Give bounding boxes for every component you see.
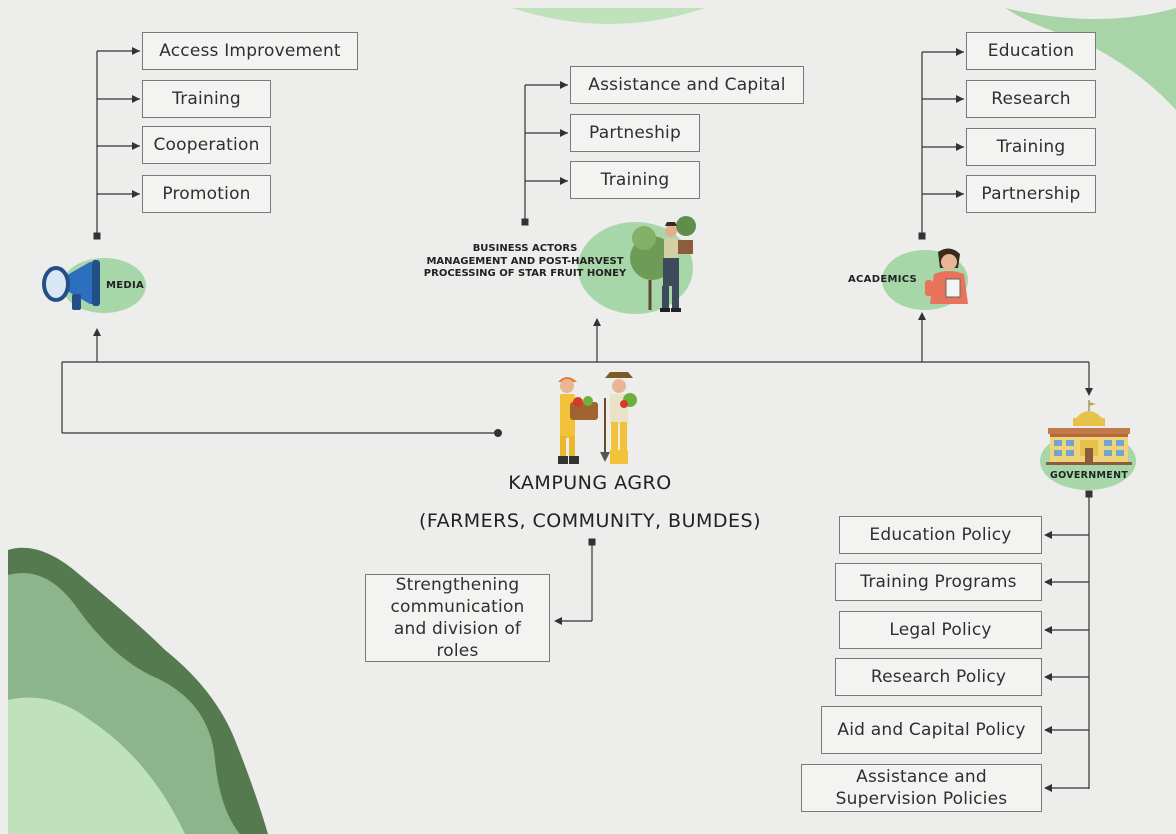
- media-item-training: Training: [142, 80, 271, 118]
- top-blob: [512, 8, 705, 24]
- media-item-access-improvement: Access Improvement: [142, 32, 358, 70]
- academics-label: ACADEMICS: [848, 274, 918, 285]
- media-label: MEDIA: [106, 280, 145, 291]
- arrow-head: [554, 617, 562, 625]
- government-item-assistance-and-supervision-policies: Assistance and Supervision Policies: [801, 764, 1042, 812]
- arrow-head: [132, 142, 140, 150]
- arrow-head: [132, 47, 140, 55]
- arrow-head: [1044, 726, 1052, 734]
- arrow-head: [956, 95, 964, 103]
- government-item-aid-and-capital-policy: Aid and Capital Policy: [821, 706, 1042, 754]
- academics-item-training: Training: [966, 128, 1096, 166]
- government-item-education-policy: Education Policy: [839, 516, 1042, 554]
- arrow-head: [132, 190, 140, 198]
- arrow-head: [1085, 388, 1093, 396]
- arrow-head: [560, 177, 568, 185]
- note-box: Strengthening communication and division…: [365, 574, 550, 662]
- business-actors-label: BUSINESS ACTORS MANAGEMENT AND POST-HARV…: [400, 243, 650, 281]
- arrow-head: [956, 48, 964, 56]
- arrow-head: [560, 81, 568, 89]
- business-label-line-1: BUSINESS ACTORS: [472, 243, 578, 254]
- arrow-head: [593, 318, 601, 326]
- connector-dot: [494, 429, 502, 437]
- arrow-head: [560, 129, 568, 137]
- gardener-icon: [630, 216, 696, 312]
- government-label: GOVERNMENT: [1050, 470, 1129, 481]
- academics-item-partnership: Partnership: [966, 175, 1096, 213]
- arrow-head: [93, 328, 101, 336]
- arrow-head: [1044, 626, 1052, 634]
- government-building-icon: [1046, 400, 1132, 465]
- arrow-head: [1044, 673, 1052, 681]
- bottom-left-blob-light: [8, 697, 185, 834]
- government-item-research-policy: Research Policy: [835, 658, 1042, 696]
- media-item-cooperation: Cooperation: [142, 126, 271, 164]
- megaphone-icon: [42, 260, 100, 310]
- arrow-head: [1044, 784, 1052, 792]
- arrow-head: [956, 190, 964, 198]
- arrow-head: [918, 312, 926, 320]
- top-right-blob: [1005, 8, 1176, 110]
- arrow-head: [1044, 531, 1052, 539]
- government-item-training-programs: Training Programs: [835, 563, 1042, 601]
- academics-item-education: Education: [966, 32, 1096, 70]
- business-item-partneship: Partneship: [570, 114, 700, 152]
- arrow-head: [132, 95, 140, 103]
- business-item-assistance-and-capital: Assistance and Capital: [570, 66, 804, 104]
- government-item-legal-policy: Legal Policy: [839, 611, 1042, 649]
- arrow-head: [1044, 578, 1052, 586]
- arrow-head: [956, 143, 964, 151]
- farmers-icon: [558, 372, 637, 464]
- center-subtitle: (FARMERS, COMMUNITY, BUMDES): [418, 510, 761, 532]
- connector-node: [918, 232, 926, 240]
- business-item-training: Training: [570, 161, 700, 199]
- media-item-promotion: Promotion: [142, 175, 271, 213]
- business-label-line-2: MANAGEMENT AND POST-HARVEST: [426, 255, 624, 267]
- academic-person-icon: [925, 248, 968, 304]
- connector-node: [93, 232, 101, 240]
- connector-node: [521, 218, 529, 226]
- center-title: KAMPUNG AGRO: [508, 472, 672, 494]
- academics-item-research: Research: [966, 80, 1096, 118]
- business-label-line-3: PROCESSING OF STAR FRUIT HONEY: [423, 268, 627, 279]
